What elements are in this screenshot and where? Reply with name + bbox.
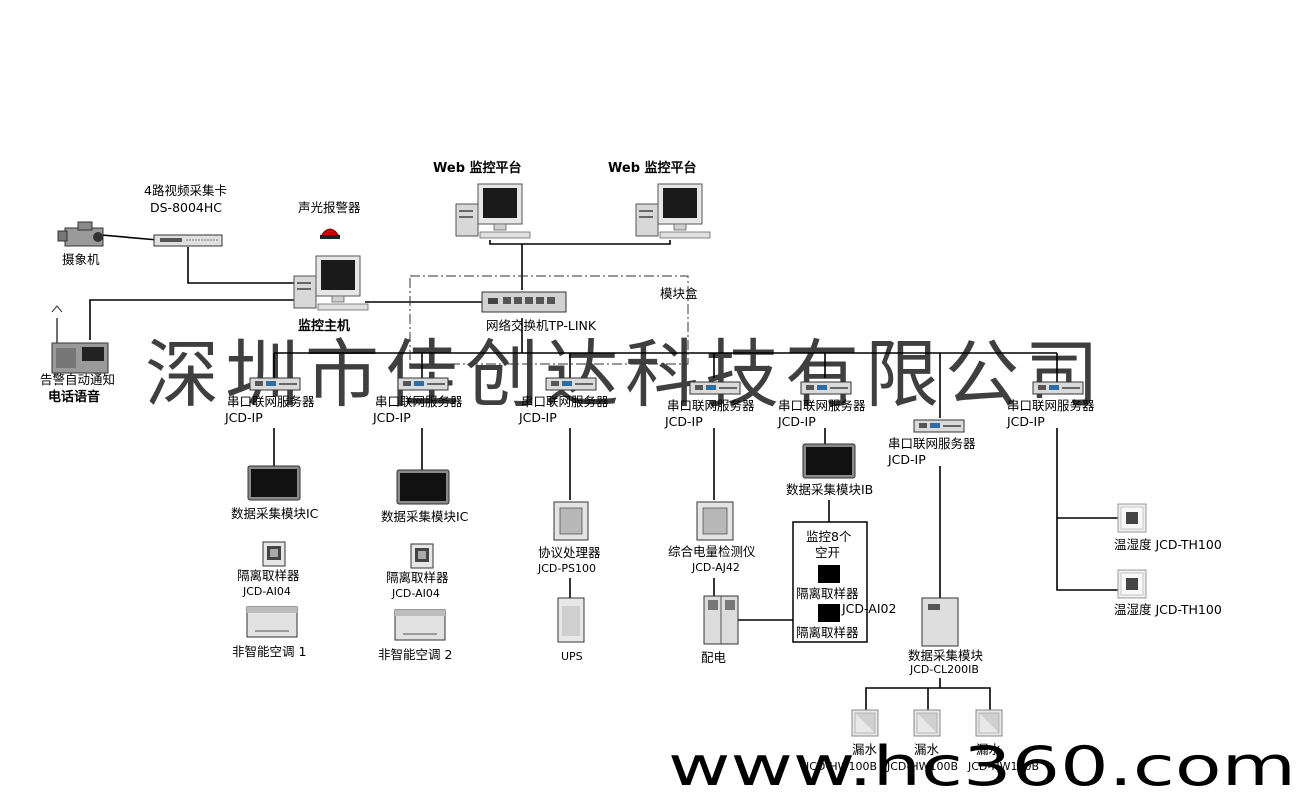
monitor8-label-b: 空开	[815, 545, 840, 560]
leak-1-label-b: JCD-HW100B	[805, 760, 877, 773]
web-platform-1-label: Web 监控平台	[433, 160, 522, 176]
phone-label-1: 告警自动通知	[40, 372, 115, 387]
connection-lines	[89, 233, 1118, 710]
serial-server-5-label-a: 串口联网服务器	[778, 398, 866, 413]
isolation-sampler-1[interactable]	[262, 541, 286, 567]
serial-server-1-label-a: 串口联网服务器	[227, 394, 315, 409]
ai02-label: JCD-AI02	[841, 601, 896, 616]
daq-module-ic-2[interactable]	[396, 469, 450, 505]
breaker-sampler-1[interactable]	[818, 565, 840, 583]
leak-2-label-a: 漏水	[914, 742, 940, 757]
serial-server-1-label-b: JCD-IP	[224, 410, 263, 425]
th-2-label: 温湿度 JCD-TH100	[1114, 602, 1222, 617]
protocol-processor[interactable]	[553, 501, 589, 541]
serial-server-6-label-b: JCD-IP	[887, 452, 926, 467]
serial-server-3-label-a: 串口联网服务器	[521, 394, 609, 409]
capture-card-label-2: DS-8004HC	[150, 200, 222, 215]
alarm-light-icon[interactable]	[320, 228, 340, 239]
protocol-label-b: JCD-PS100	[537, 562, 596, 575]
host-label: 监控主机	[298, 318, 350, 334]
temp-humidity-sensor-2[interactable]	[1117, 569, 1147, 599]
switch-label: 网络交换机TP-LINK	[486, 318, 597, 333]
ac-unit-1[interactable]	[246, 606, 298, 638]
serial-server-4-label-a: 串口联网服务器	[667, 398, 755, 413]
ac-1-label: 非智能空调 1	[232, 644, 306, 659]
camera-icon[interactable]	[57, 221, 104, 247]
serial-server-5-label-b: JCD-IP	[777, 414, 816, 429]
web-platform-pc-2[interactable]	[635, 183, 711, 239]
network-switch[interactable]	[481, 291, 567, 313]
phone-label-2: 电话语音	[48, 389, 100, 405]
iso-box-label-1: 隔离取样器	[796, 586, 859, 601]
serial-server-6[interactable]	[913, 419, 965, 433]
iso-1-label-a: 隔离取样器	[237, 568, 300, 583]
daq-ib-label: 数据采集模块IB	[786, 482, 873, 497]
leak-sensor-2[interactable]	[913, 709, 941, 737]
leak-1-label-a: 漏水	[852, 742, 878, 757]
leak-3-label-b: JCD-HW100B	[967, 760, 1039, 773]
camera-label: 摄象机	[62, 252, 100, 267]
serial-server-2-label-a: 串口联网服务器	[375, 394, 463, 409]
serial-server-4[interactable]	[689, 381, 741, 395]
site-mark-text: www.hc360.com	[668, 735, 1296, 798]
isolation-sampler-2[interactable]	[410, 543, 434, 569]
module-box-label: 模块盒	[660, 286, 698, 301]
serial-server-1[interactable]	[249, 377, 301, 391]
serial-server-4-label-b: JCD-IP	[664, 414, 703, 429]
serial-server-2-label-b: JCD-IP	[372, 410, 411, 425]
web-platform-pc-1[interactable]	[455, 183, 531, 239]
power-label: 配电	[701, 650, 727, 665]
alarm-label: 声光报警器	[298, 200, 361, 215]
iso-2-label-a: 隔离取样器	[386, 570, 449, 585]
ups-cabinet[interactable]	[557, 597, 585, 643]
monitoring-host-pc[interactable]	[293, 255, 369, 311]
leak-2-label-b: JCD-HW100B	[886, 760, 958, 773]
daq-ic-1-label: 数据采集模块IC	[231, 506, 319, 521]
leak-sensor-3[interactable]	[975, 709, 1003, 737]
th-1-label: 温湿度 JCD-TH100	[1114, 537, 1222, 552]
serial-server-2[interactable]	[397, 377, 449, 391]
leak-sensor-1[interactable]	[851, 709, 879, 737]
monitor8-label-a: 监控8个	[806, 529, 852, 544]
alarm-phone-icon[interactable]	[51, 305, 109, 374]
power-meter[interactable]	[696, 501, 734, 541]
module-box-frame	[409, 275, 689, 365]
serial-server-6-label-a: 串口联网服务器	[888, 436, 976, 451]
cl-label-b: JCD-CL200IB	[909, 663, 979, 676]
daq-module-cl200ib[interactable]	[921, 597, 959, 647]
iso-1-label-b: JCD-AI04	[242, 585, 291, 598]
ac-2-label: 非智能空调 2	[378, 647, 452, 662]
power-distribution-cabinet[interactable]	[703, 595, 739, 645]
ac-unit-2[interactable]	[394, 609, 446, 641]
serial-server-7-label-b: JCD-IP	[1006, 414, 1045, 429]
serial-server-3-label-b: JCD-IP	[518, 410, 557, 425]
daq-module-ic-1[interactable]	[247, 465, 301, 501]
protocol-label-a: 协议处理器	[538, 545, 601, 560]
web-platform-2-label: Web 监控平台	[608, 160, 697, 176]
iso-box-label-2: 隔离取样器	[796, 625, 859, 640]
iso-2-label-b: JCD-AI04	[391, 587, 440, 600]
leak-3-label-a: 漏水	[976, 742, 1002, 757]
meter-label-b: JCD-AJ42	[691, 561, 740, 574]
cl-label-a: 数据采集模块	[908, 648, 984, 663]
serial-server-7-label-a: 串口联网服务器	[1007, 398, 1095, 413]
daq-module-ib[interactable]	[802, 443, 856, 479]
daq-ic-2-label: 数据采集模块IC	[381, 509, 469, 524]
serial-server-5[interactable]	[800, 381, 852, 395]
serial-server-7[interactable]	[1032, 381, 1084, 395]
meter-label-a: 综合电量检测仪	[668, 544, 756, 559]
video-capture-card[interactable]	[153, 234, 223, 247]
capture-card-label-1: 4路视频采集卡	[144, 183, 227, 198]
temp-humidity-sensor-1[interactable]	[1117, 503, 1147, 533]
serial-server-3[interactable]	[545, 377, 597, 391]
ups-label: UPS	[561, 650, 583, 663]
breaker-sampler-2[interactable]	[818, 604, 840, 622]
